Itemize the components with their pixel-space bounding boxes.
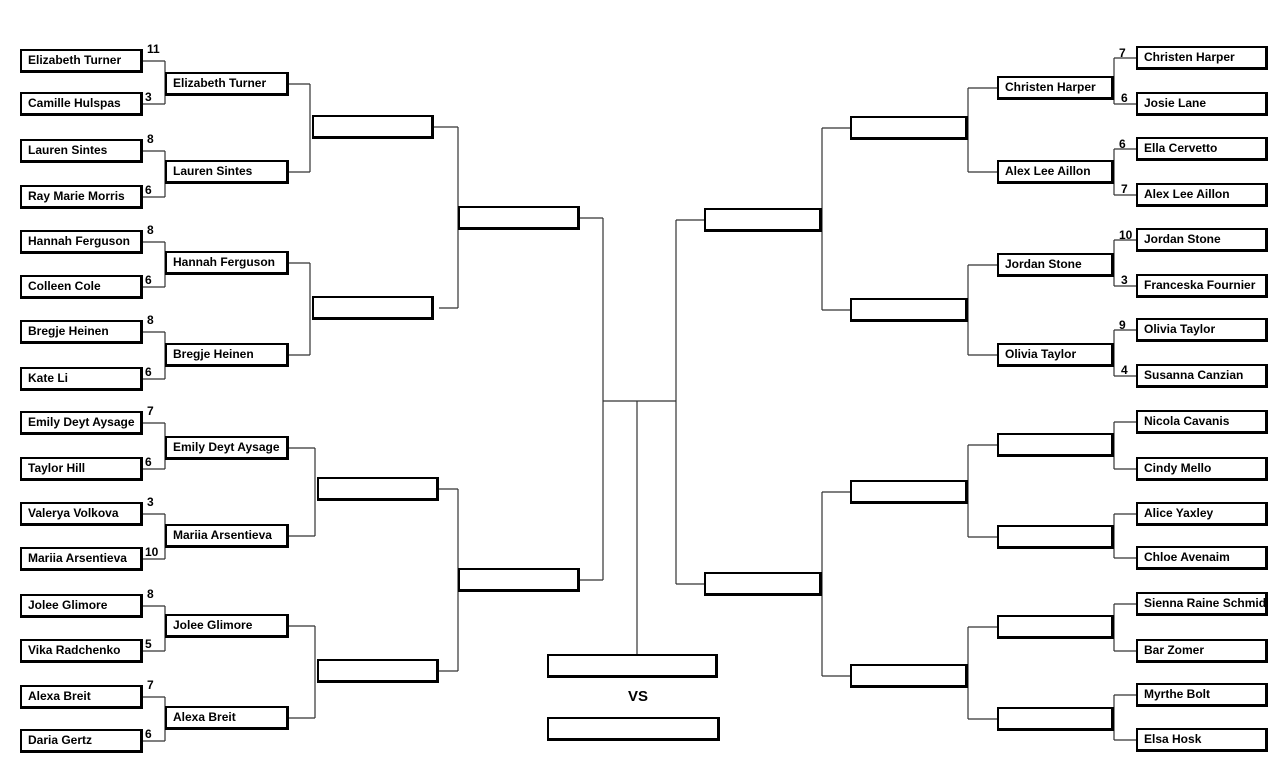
- round2-entry: Olivia Taylor: [997, 343, 1114, 367]
- round1-entry: Lauren Sintes: [20, 139, 143, 163]
- quarterfinal-slot: [850, 664, 968, 688]
- quarterfinal-slot: [312, 296, 434, 320]
- round1-entry: Cindy Mello: [1136, 457, 1268, 481]
- round2-entry: Christen Harper: [997, 76, 1114, 100]
- round2-entry: Alex Lee Aillon: [997, 160, 1114, 184]
- score-label: 7: [1121, 182, 1128, 196]
- round1-entry: Ella Cervetto: [1136, 137, 1268, 161]
- round1-entry: Hannah Ferguson: [20, 230, 143, 254]
- quarterfinal-slot: [850, 480, 968, 504]
- round1-entry: Bar Zomer: [1136, 639, 1268, 663]
- score-label: 3: [1121, 273, 1128, 287]
- round1-entry: Alexa Breit: [20, 685, 143, 709]
- score-label: 3: [145, 90, 152, 104]
- score-label: 7: [1119, 46, 1126, 60]
- round2-entry: Jolee Glimore: [165, 614, 289, 638]
- round2-entry: Bregje Heinen: [165, 343, 289, 367]
- round1-entry: Josie Lane: [1136, 92, 1268, 116]
- round1-entry: Kate Li: [20, 367, 143, 391]
- score-label: 5: [145, 637, 152, 651]
- score-label: 6: [145, 727, 152, 741]
- round1-entry: Daria Gertz: [20, 729, 143, 753]
- round1-entry: Emily Deyt Aysage: [20, 411, 143, 435]
- round1-entry: Elsa Hosk: [1136, 728, 1268, 752]
- score-label: 6: [145, 455, 152, 469]
- round1-entry: Alice Yaxley: [1136, 502, 1268, 526]
- round2-entry: Emily Deyt Aysage: [165, 436, 289, 460]
- round1-entry: Colleen Cole: [20, 275, 143, 299]
- score-label: 4: [1121, 363, 1128, 377]
- score-label: 10: [145, 545, 159, 559]
- round2-entry: Lauren Sintes: [165, 160, 289, 184]
- semifinal-slot: [704, 208, 822, 232]
- round2-entry: [997, 433, 1114, 457]
- round1-entry: Mariia Arsentieva: [20, 547, 143, 571]
- score-label: 9: [1119, 318, 1126, 332]
- score-label: 8: [147, 132, 154, 146]
- round2-entry: [997, 525, 1114, 549]
- score-label: 8: [147, 313, 154, 327]
- round1-entry: Sienna Raine Schmidt: [1136, 592, 1268, 616]
- round2-entry: Elizabeth Turner: [165, 72, 289, 96]
- finalist-slot-bottom: [547, 717, 720, 741]
- round2-entry: [997, 707, 1114, 731]
- score-label: 7: [147, 404, 154, 418]
- score-label: 6: [1119, 137, 1126, 151]
- round1-entry: Myrthe Bolt: [1136, 683, 1268, 707]
- round1-entry: Nicola Cavanis: [1136, 410, 1268, 434]
- round1-entry: Taylor Hill: [20, 457, 143, 481]
- score-label: 6: [145, 273, 152, 287]
- round2-entry: Mariia Arsentieva: [165, 524, 289, 548]
- round1-entry: Olivia Taylor: [1136, 318, 1268, 342]
- score-label: 7: [147, 678, 154, 692]
- semifinal-slot: [458, 206, 580, 230]
- score-label: 3: [147, 495, 154, 509]
- quarterfinal-slot: [850, 298, 968, 322]
- quarterfinal-slot: [850, 116, 968, 140]
- round1-entry: Alex Lee Aillon: [1136, 183, 1268, 207]
- score-label: 6: [145, 183, 152, 197]
- round1-entry: Ray Marie Morris: [20, 185, 143, 209]
- score-label: 6: [1121, 91, 1128, 105]
- round1-entry: Jolee Glimore: [20, 594, 143, 618]
- round2-entry: [997, 615, 1114, 639]
- round1-entry: Chloe Avenaim: [1136, 546, 1268, 570]
- round2-entry: Hannah Ferguson: [165, 251, 289, 275]
- round2-entry: Alexa Breit: [165, 706, 289, 730]
- quarterfinal-slot: [317, 477, 439, 501]
- vs-label: VS: [628, 688, 649, 705]
- semifinal-slot: [458, 568, 580, 592]
- round1-entry: Franceska Fournier: [1136, 274, 1268, 298]
- finalist-slot-top: [547, 654, 718, 678]
- round1-entry: Jordan Stone: [1136, 228, 1268, 252]
- score-label: 6: [145, 365, 152, 379]
- score-label: 11: [147, 42, 160, 56]
- round2-entry: Jordan Stone: [997, 253, 1114, 277]
- score-label: 10: [1119, 228, 1133, 242]
- quarterfinal-slot: [317, 659, 439, 683]
- score-label: 8: [147, 223, 154, 237]
- round1-entry: Christen Harper: [1136, 46, 1268, 70]
- score-label: 8: [147, 587, 154, 601]
- quarterfinal-slot: [312, 115, 434, 139]
- round1-entry: Camille Hulspas: [20, 92, 143, 116]
- round1-entry: Valerya Volkova: [20, 502, 143, 526]
- semifinal-slot: [704, 572, 822, 596]
- round1-entry: Susanna Canzian: [1136, 364, 1268, 388]
- round1-entry: Elizabeth Turner: [20, 49, 143, 73]
- round1-entry: Bregje Heinen: [20, 320, 143, 344]
- round1-entry: Vika Radchenko: [20, 639, 143, 663]
